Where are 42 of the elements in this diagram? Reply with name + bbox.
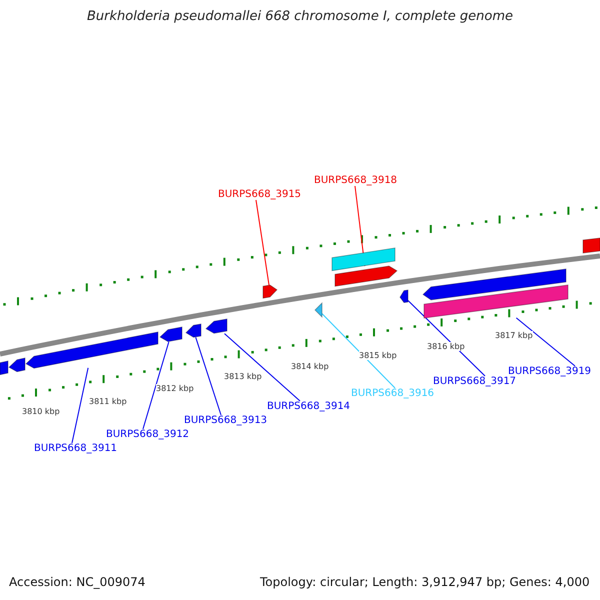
leader-line: [256, 200, 270, 286]
leader-line: [322, 313, 396, 388]
gene-block: [0, 361, 8, 375]
gene-bar: [332, 248, 395, 270]
leader-line: [408, 300, 486, 376]
tick-label: 3814 kbp: [291, 362, 329, 371]
footer-text: Accession: NC_009074: [9, 575, 146, 589]
tick-label: 3815 kbp: [359, 351, 397, 360]
tick-label: 3810 kbp: [22, 407, 60, 416]
gene-glyph: [26, 332, 158, 368]
leader-line: [224, 333, 300, 402]
tick-label: 3812 kbp: [156, 384, 194, 393]
gene-glyph: [263, 284, 277, 298]
tick-label: 3811 kbp: [89, 397, 127, 406]
leader-line: [72, 367, 89, 444]
gene-label: BURPS668_3911: [34, 443, 118, 454]
gene-glyph: [160, 327, 182, 342]
leader-line: [142, 341, 170, 430]
gene-label: BURPS668_3917: [433, 376, 516, 387]
gene-label: BURPS668_3915: [218, 189, 302, 200]
gene-label: BURPS668_3914: [267, 401, 350, 412]
gene-glyph: [186, 324, 201, 338]
tick-label: 3816 kbp: [427, 342, 465, 351]
tick-label: 3817 kbp: [495, 331, 533, 340]
gene-label: BURPS668_3918: [314, 175, 398, 186]
leader-line: [516, 317, 576, 366]
gene-glyph: [423, 268, 566, 300]
leader-line: [195, 336, 222, 416]
gene-block: [583, 238, 600, 252]
gene-label: BURPS668_3919: [508, 366, 592, 377]
gene-glyph: [400, 290, 408, 303]
gene-glyph: [335, 266, 397, 286]
gene-glyph: [9, 358, 25, 372]
tick-label: 3813 kbp: [224, 372, 262, 381]
title: Burkholderia pseudomallei 668 chromosome I, complete genome: [86, 9, 514, 24]
gene-marker: [315, 303, 322, 317]
gene-bar: [424, 284, 568, 318]
gene-label: BURPS668_3916: [351, 388, 434, 399]
gene-label: BURPS668_3912: [106, 429, 190, 440]
gene-label: BURPS668_3913: [184, 415, 268, 426]
gene-glyph: [206, 319, 227, 334]
footer-text: Topology: circular; Length: 3,912,947 bp; Genes: 4,000: [260, 575, 590, 589]
